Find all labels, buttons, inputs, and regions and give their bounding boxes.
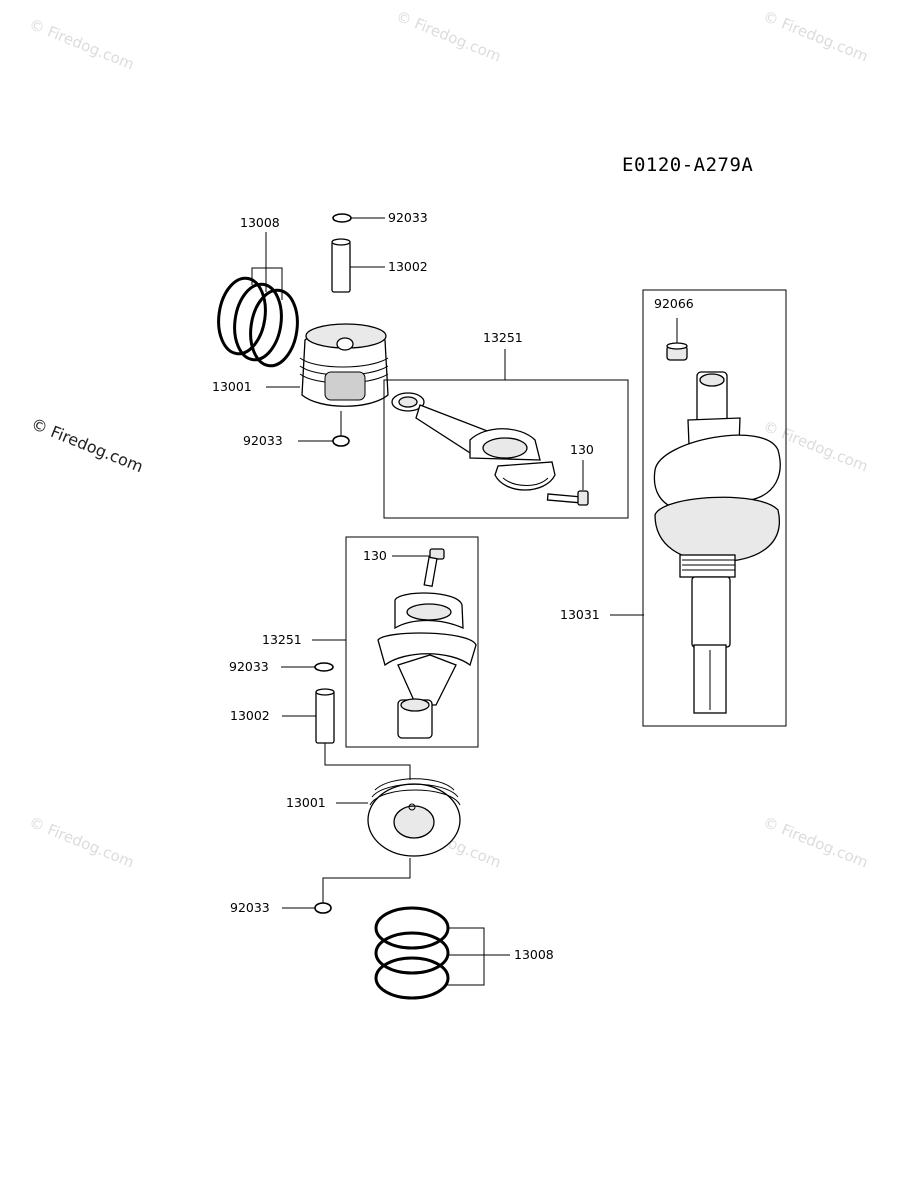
label-piston-bottom: 13001 xyxy=(286,795,326,810)
label-clip-bottom-b: 92033 xyxy=(230,900,270,915)
piston-pin-bottom xyxy=(282,688,411,780)
crankshaft-box xyxy=(642,289,787,727)
circlip-bottom-a xyxy=(281,662,334,672)
watermark-top-right: © Firedog.com xyxy=(761,7,871,65)
connecting-rod-top-box xyxy=(383,349,629,519)
label-bolt-top: 130 xyxy=(570,442,594,457)
piston-top xyxy=(266,323,389,407)
connecting-rod-bottom xyxy=(377,592,477,739)
label-clip-top-a: 92033 xyxy=(388,210,428,225)
label-crankshaft: 13031 xyxy=(560,607,600,622)
diagram-code: E0120-A279A xyxy=(622,154,753,176)
bolt-bottom xyxy=(392,548,445,588)
label-seal: 92066 xyxy=(654,296,694,311)
label-ring-top: 13008 xyxy=(240,215,280,230)
piston-rings-top xyxy=(217,232,299,368)
circlip-top-a xyxy=(332,213,385,223)
label-rod-assy-bottom: 13251 xyxy=(262,632,302,647)
connecting-rod-bottom-box xyxy=(312,536,479,748)
watermark-top-left: © Firedog.com xyxy=(27,15,137,73)
label-clip-top-b: 92033 xyxy=(243,433,283,448)
piston-bottom xyxy=(336,778,461,857)
bolt-top xyxy=(546,460,589,506)
label-rod-assy-top: 13251 xyxy=(483,330,523,345)
crankshaft xyxy=(610,371,781,714)
label-clip-bottom-a: 92033 xyxy=(229,659,269,674)
watermark-bottom-right: © Firedog.com xyxy=(761,813,871,871)
label-pin-bottom: 13002 xyxy=(230,708,270,723)
label-bolt-bottom: 130 xyxy=(363,548,387,563)
label-ring-bottom: 13008 xyxy=(514,947,554,962)
circlip-bottom-b xyxy=(282,858,411,914)
label-piston-top: 13001 xyxy=(212,379,252,394)
piston-rings-bottom xyxy=(374,906,510,1000)
oil-seal xyxy=(666,318,688,361)
watermark-top-center: © Firedog.com xyxy=(394,7,504,65)
label-pin-top: 13002 xyxy=(388,259,428,274)
circlip-top-b xyxy=(298,411,350,447)
watermark-left-dark: © Firedog.com xyxy=(29,414,146,476)
watermark-bottom-left: © Firedog.com xyxy=(27,813,137,871)
connecting-rod-top xyxy=(391,392,556,491)
piston-pin-top xyxy=(331,238,385,293)
